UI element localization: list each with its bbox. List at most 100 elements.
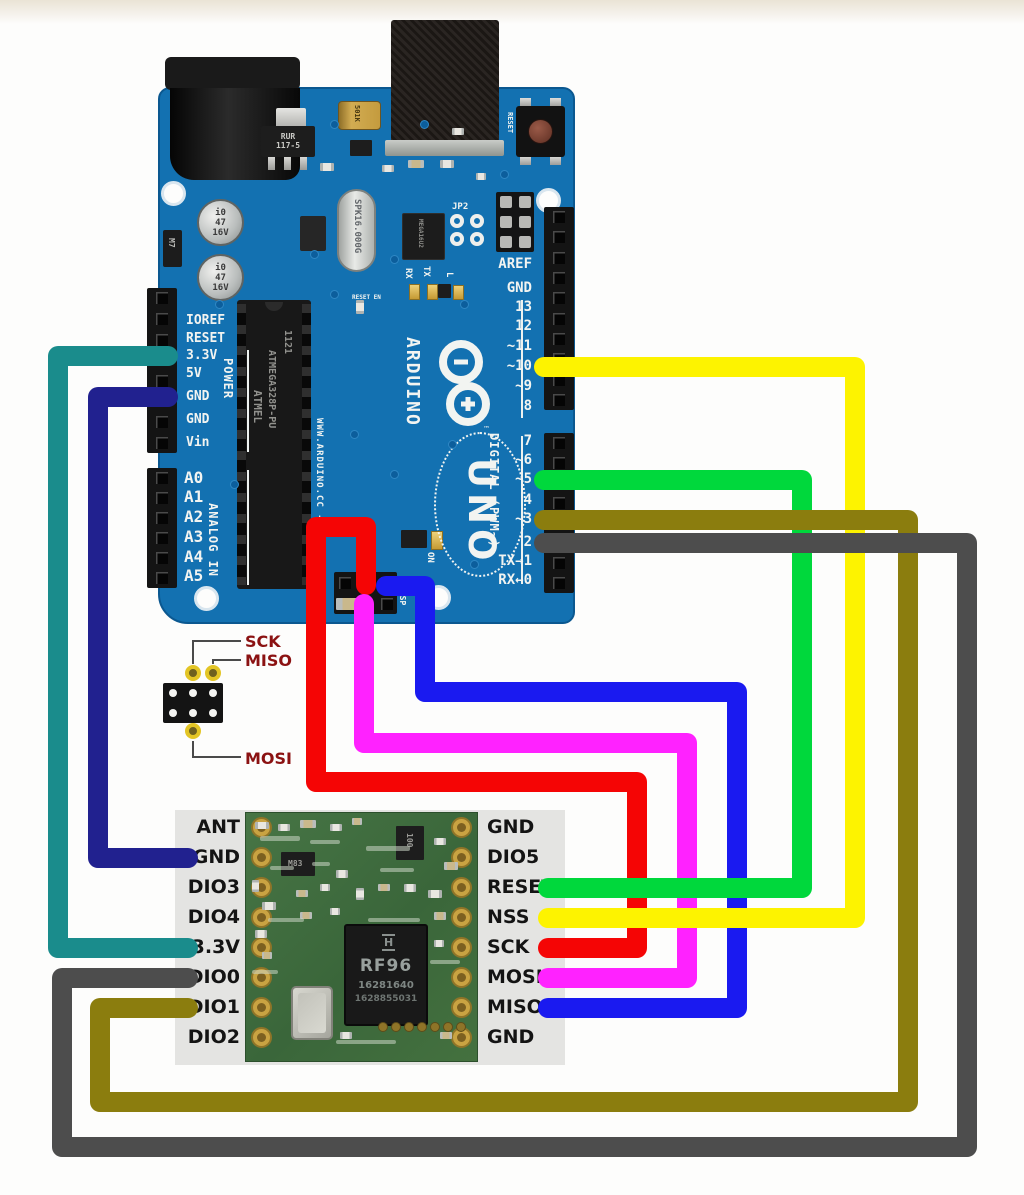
l-led-label: L xyxy=(444,272,454,278)
regulator-label: 117-5 xyxy=(275,141,301,150)
rfm-pin-label-MISO: MISO xyxy=(487,996,543,1018)
smd-component xyxy=(252,880,259,892)
rfm-pin-label-DIO0: DIO0 xyxy=(187,966,240,988)
wire-dio0 xyxy=(52,533,977,1157)
uno-oval: UNO xyxy=(434,432,526,577)
jp2-via xyxy=(450,232,464,246)
header-pin xyxy=(499,216,512,228)
arduino-pin-label-A1: A1 xyxy=(184,487,204,506)
rfm-pin-label-GND: GND xyxy=(192,846,240,868)
smd-component xyxy=(320,163,334,171)
smd-component xyxy=(440,1032,452,1039)
fuse-label: 501K xyxy=(353,105,361,122)
arduino-brand-text: ARDUINO xyxy=(402,337,423,427)
header-pin xyxy=(156,292,168,305)
jp2-via xyxy=(450,214,464,228)
legend-ring-mosi xyxy=(185,723,201,739)
arduino-pin-label-~5: ~5 xyxy=(515,471,532,487)
arduino-pin-label-7: 7 xyxy=(523,433,532,449)
header-pin xyxy=(553,292,565,305)
rfm-pad-right xyxy=(451,997,472,1018)
cap-label: 16V xyxy=(212,228,229,238)
tx-led xyxy=(427,284,438,300)
legend-callout-line xyxy=(212,659,241,664)
via xyxy=(330,290,339,299)
smd-component xyxy=(434,838,446,845)
arduino-pin-label-5V: 5V xyxy=(186,366,202,381)
arduino-pin-label-RX←0: RX←0 xyxy=(498,572,532,588)
smd-component xyxy=(320,884,330,891)
silkscreen-line xyxy=(521,436,523,584)
pcb-trace xyxy=(380,868,414,872)
icsp-legend-header xyxy=(163,683,223,723)
header-pin xyxy=(553,312,565,325)
reset-button-label: RESET xyxy=(506,112,514,134)
rfm-pad-bottom xyxy=(430,1022,440,1032)
smd-component xyxy=(356,888,364,900)
smd-component xyxy=(262,902,276,910)
arduino-pin-label-4: 4 xyxy=(523,492,532,508)
reset-en-label: RESET EN xyxy=(352,294,381,301)
arduino-pin-label-IOREF: IOREF xyxy=(186,313,226,328)
button-leg xyxy=(550,98,561,107)
via xyxy=(460,300,469,309)
arduino-pin-label-A5: A5 xyxy=(184,566,204,585)
rfm-pin-label-NSS: NSS xyxy=(487,906,530,928)
resettable-fuse: 501K xyxy=(338,101,381,130)
rfm-pin-label-GND: GND xyxy=(487,1026,535,1048)
header-pin xyxy=(553,251,565,264)
rfm-pad-left xyxy=(251,997,272,1018)
svg-text:™: ™ xyxy=(483,425,490,433)
jp2-label: JP2 xyxy=(452,202,469,212)
rfm-pad-right xyxy=(451,937,472,958)
via xyxy=(390,255,399,264)
smd-component xyxy=(296,890,308,897)
header-pin xyxy=(380,597,393,610)
smd-component xyxy=(352,818,362,825)
smd-component xyxy=(444,862,458,870)
jp2-via xyxy=(470,214,484,228)
rfm-sot-label: M83 xyxy=(288,859,303,868)
photo-background-band xyxy=(0,0,1024,24)
rfm-pin-label-RESET: RESET xyxy=(487,876,555,898)
header-pin xyxy=(553,457,565,469)
via xyxy=(390,470,399,479)
mcu-part-label: ATMEGA328P-PU xyxy=(266,350,277,429)
regulator-label: RUR xyxy=(280,132,296,141)
tx-led-label: TX xyxy=(421,266,431,277)
smd-resistor-pack xyxy=(401,530,427,548)
smd-component xyxy=(434,940,444,947)
electrolytic-capacitor: i0 47 16V xyxy=(197,199,244,246)
pcb-trace xyxy=(430,960,460,964)
smd-component xyxy=(378,884,390,891)
pcb-trace xyxy=(336,1040,396,1044)
cap-label: 16V xyxy=(212,283,229,293)
uno-model-text: UNO xyxy=(460,458,503,566)
crystal-16mhz: SPK16.000G xyxy=(337,189,376,272)
header-pin xyxy=(156,532,168,544)
usb-icsp-header xyxy=(496,192,534,252)
arduino-pin-label-A4: A4 xyxy=(184,547,204,566)
usb-b-connector xyxy=(391,20,499,142)
rfm-pad-bottom xyxy=(443,1022,453,1032)
atmega328-chip xyxy=(237,300,311,589)
arduino-pin-label-~3: ~3 xyxy=(515,511,532,527)
arduino-pin-label-~11: ~11 xyxy=(506,338,532,354)
jp2-via xyxy=(470,232,484,246)
reset-button-cap xyxy=(528,119,553,144)
header-pin xyxy=(156,312,168,325)
header-pin xyxy=(553,437,565,449)
header-pin xyxy=(499,196,512,208)
rfm-pin-label-SCK: SCK xyxy=(487,936,530,958)
rfm-pin-label-DIO4: DIO4 xyxy=(187,906,240,928)
regulator-leg xyxy=(268,157,275,170)
regulator-leg xyxy=(284,157,291,170)
header-pin xyxy=(209,709,217,717)
arduino-pin-label-Vin: Vin xyxy=(186,435,210,450)
header-pin xyxy=(189,689,197,697)
arduino-pin-label-A0: A0 xyxy=(184,468,204,487)
usb-mcu-label: MEGA16U2 xyxy=(417,219,424,248)
pcb-trace xyxy=(366,846,410,851)
smd-component xyxy=(330,908,340,915)
header-pin xyxy=(518,216,531,228)
